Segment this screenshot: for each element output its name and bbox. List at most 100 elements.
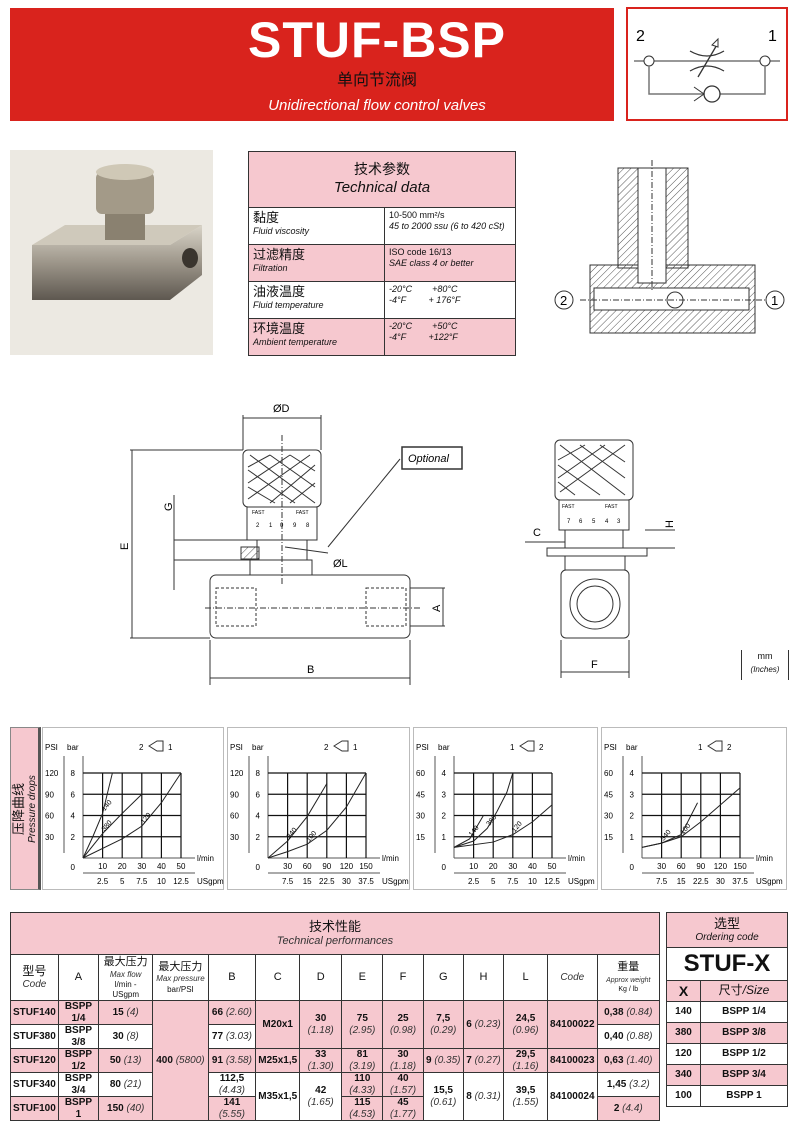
adjustment-scale: 7 6 5 4 3 [567, 519, 621, 525]
param-en: Fluid viscosity [253, 226, 310, 237]
param-value: 45 to 2000 ssu (6 to 420 cSt) [389, 221, 505, 232]
title-en: Technical performances [276, 934, 394, 947]
page-title: STUF-BSP [248, 12, 506, 68]
scale-mark: 7 [567, 519, 571, 525]
x-tick-label: 150 [359, 862, 373, 871]
y2-axis-label: bar [252, 743, 264, 752]
cell-flow-us: (40) [126, 1102, 145, 1114]
psi-tick-label: 30 [604, 812, 613, 821]
cell-weight: 0,63 [604, 1054, 624, 1066]
cell-f: 40 [397, 1073, 409, 1084]
cell-b-in: (5.55) [218, 1108, 245, 1120]
dim-label-e: E [119, 543, 131, 550]
dim-label-c: C [533, 527, 541, 539]
cell-flow-us: (8) [126, 1030, 139, 1042]
scale-mark: 6 [579, 519, 583, 525]
cell-f-in: (0.98) [389, 1024, 417, 1036]
table-row: STUF140 BSPP 1/4 15 (4) 400 (5800) 66 (2… [10, 1000, 661, 1121]
port-label-2: 2 [636, 28, 645, 45]
technical-data-header: 技术参数 Technical data [248, 151, 516, 208]
cell-d: 30 [315, 1013, 327, 1024]
scale-mark: 1 [269, 523, 273, 529]
x2-tick-label: 37.5 [732, 877, 748, 886]
x-axis-label: l/min [197, 854, 214, 863]
cell-a: BSPP 3/4 [64, 1073, 93, 1096]
series-line-100 [641, 787, 741, 848]
psi-tick-label: 60 [604, 769, 613, 778]
header-l: L [503, 954, 549, 1001]
x-tick-label: 60 [677, 862, 686, 871]
cell-part-code: 84100022 [550, 1018, 595, 1030]
cell-e: 75 [356, 1013, 368, 1024]
series-line-380 [82, 793, 143, 859]
x2-axis-label: USgpm [568, 877, 595, 886]
x2-axis-label: USgpm [382, 877, 409, 886]
optional-callout: Optional [408, 453, 450, 465]
dim-label-f: F [591, 659, 598, 671]
cell-f: 25 [397, 1013, 409, 1024]
header-c: C [255, 954, 301, 1001]
psi-tick-label: 120 [45, 769, 59, 778]
header-code: Code [560, 971, 585, 983]
flow-arrow-icon [148, 740, 164, 752]
x2-tick-label: 5 [120, 877, 125, 886]
cell-flow-us: (21) [123, 1078, 142, 1090]
flow-direction-to: 1 [168, 743, 173, 752]
x-tick-label: 30 [657, 862, 666, 871]
fast-label: FAST [562, 504, 575, 510]
y2-axis-label: bar [67, 743, 79, 752]
cell-part-code: 84100023 [550, 1054, 595, 1066]
hydraulic-symbol: 2 1 [626, 7, 788, 121]
title-cn: 技术参数 [354, 161, 410, 178]
cell-b: 91 [211, 1054, 224, 1066]
cell-flow-us: (4) [126, 1006, 139, 1018]
cell-l-in: (0.96) [512, 1024, 539, 1036]
param-cn: 环境温度 [253, 321, 306, 336]
dim-label-g: G [163, 502, 175, 511]
x2-tick-label: 7.5 [136, 877, 148, 886]
scale-mark: 2 [256, 523, 260, 529]
x-tick-label: 150 [733, 862, 747, 871]
psi-tick-label: 30 [416, 812, 425, 821]
units-legend: mm (Inches) [741, 650, 789, 680]
cell-h-in: (0.31) [474, 1090, 501, 1102]
cell-h-in: (0.23) [474, 1018, 501, 1030]
ordering-code: STUF-X [666, 947, 788, 981]
header-weight-unit: Kg / lb [618, 985, 639, 993]
cell-weight-lb: (0.88) [626, 1030, 653, 1042]
psi-tick-label: 60 [230, 812, 239, 821]
cell-code: STUF140 [13, 1006, 56, 1018]
x-tick-label: 30 [137, 862, 146, 871]
cell-pressure-psi: (5800) [175, 1054, 205, 1066]
cell-weight: 0,40 [604, 1030, 624, 1042]
cell-h-in: (0.27) [474, 1054, 501, 1066]
header-flow-en: Max flow [109, 969, 142, 979]
y-tick-label: 4 [630, 769, 635, 778]
psi-tick-label: 60 [45, 812, 54, 821]
cell-f: 45 [397, 1097, 409, 1108]
header-f: F [382, 954, 424, 1001]
cell-code: STUF380 [13, 1030, 56, 1042]
x-tick-label: 20 [489, 862, 498, 871]
y-tick-label: 8 [256, 769, 261, 778]
y-tick-label: 8 [71, 769, 76, 778]
cell-a: BSPP 1/2 [64, 1049, 93, 1072]
cell-flow: 30 [112, 1030, 124, 1042]
y-tick-label: 4 [71, 812, 76, 821]
header-code-cn: 型号 [22, 963, 47, 978]
psi-tick-label: 15 [604, 833, 613, 842]
param-en: Ambient temperature [253, 337, 338, 348]
cell-weight: 2 [613, 1102, 620, 1114]
flow-direction-from: 2 [324, 743, 329, 752]
x2-tick-label: 2.5 [468, 877, 480, 886]
header-weight-en: Approx weight [606, 977, 651, 985]
cell-c: M35x1,5 [258, 1090, 298, 1102]
y1-axis-label: PSI [604, 743, 617, 752]
psi-tick-label: 45 [416, 790, 425, 799]
x2-tick-label: 7.5 [282, 877, 294, 886]
cell-a: BSPP 3/8 [64, 1025, 93, 1048]
